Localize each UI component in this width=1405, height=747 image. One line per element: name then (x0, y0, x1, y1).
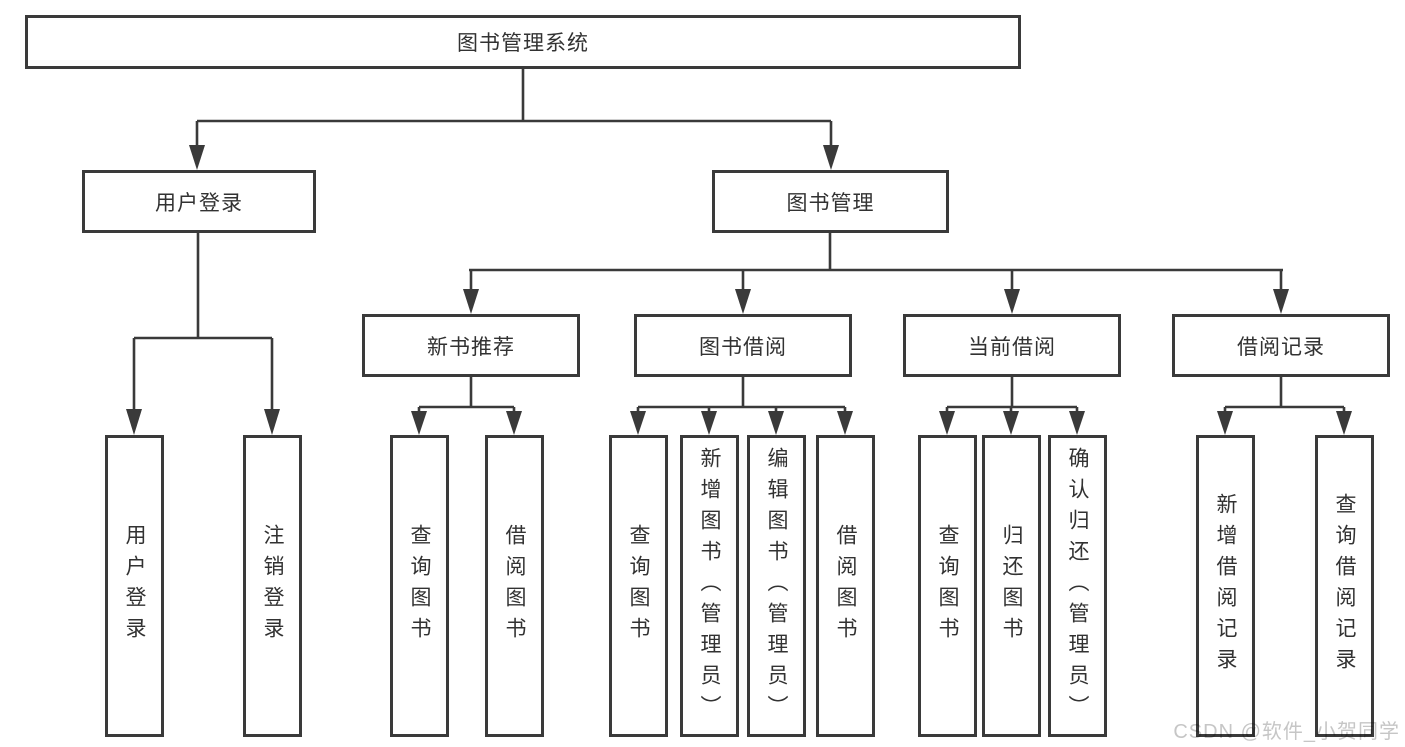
leaf-query-books-recommend: 查询图书 (390, 435, 449, 737)
leaf-add-book-admin: 新增图书（管理员） (680, 435, 739, 737)
leaf-user-login: 用户登录 (105, 435, 164, 737)
leaf-borrow-books-label: 借阅图书 (834, 524, 857, 648)
leaf-query-books-current: 查询图书 (918, 435, 977, 737)
leaf-add-borrow-record: 新增借阅记录 (1196, 435, 1255, 737)
leaf-confirm-return-admin: 确认归还（管理员） (1048, 435, 1107, 737)
node-borrow-records: 借阅记录 (1172, 314, 1390, 377)
leaf-return-book-label: 归还图书 (1000, 524, 1023, 648)
leaf-query-borrow-record-label: 查询借阅记录 (1333, 493, 1356, 679)
leaf-edit-book-admin-label: 编辑图书（管理员） (765, 446, 788, 726)
leaf-add-book-admin-label: 新增图书（管理员） (698, 446, 721, 726)
leaf-user-login-label: 用户登录 (123, 524, 146, 648)
leaf-query-books-borrow-label: 查询图书 (627, 524, 650, 648)
leaf-confirm-return-admin-label: 确认归还（管理员） (1066, 446, 1089, 726)
node-book-borrow: 图书借阅 (634, 314, 852, 377)
leaf-query-books-current-label: 查询图书 (936, 524, 959, 648)
csdn-watermark: CSDN @软件_小贺同学 (1173, 721, 1400, 743)
node-new-book-recommend: 新书推荐 (362, 314, 580, 377)
leaf-edit-book-admin: 编辑图书（管理员） (747, 435, 806, 737)
node-current-borrow: 当前借阅 (903, 314, 1121, 377)
leaf-borrow-books-recommend: 借阅图书 (485, 435, 544, 737)
leaf-return-book: 归还图书 (982, 435, 1041, 737)
leaf-query-borrow-record: 查询借阅记录 (1315, 435, 1374, 737)
leaf-query-books-borrow: 查询图书 (609, 435, 668, 737)
leaf-logout-label: 注销登录 (261, 524, 284, 648)
leaf-borrow-books-recommend-label: 借阅图书 (503, 524, 526, 648)
node-user-login: 用户登录 (82, 170, 316, 233)
node-library-system: 图书管理系统 (25, 15, 1021, 69)
node-book-management: 图书管理 (712, 170, 949, 233)
leaf-logout: 注销登录 (243, 435, 302, 737)
leaf-query-books-recommend-label: 查询图书 (408, 524, 431, 648)
leaf-borrow-books: 借阅图书 (816, 435, 875, 737)
leaf-add-borrow-record-label: 新增借阅记录 (1214, 493, 1237, 679)
